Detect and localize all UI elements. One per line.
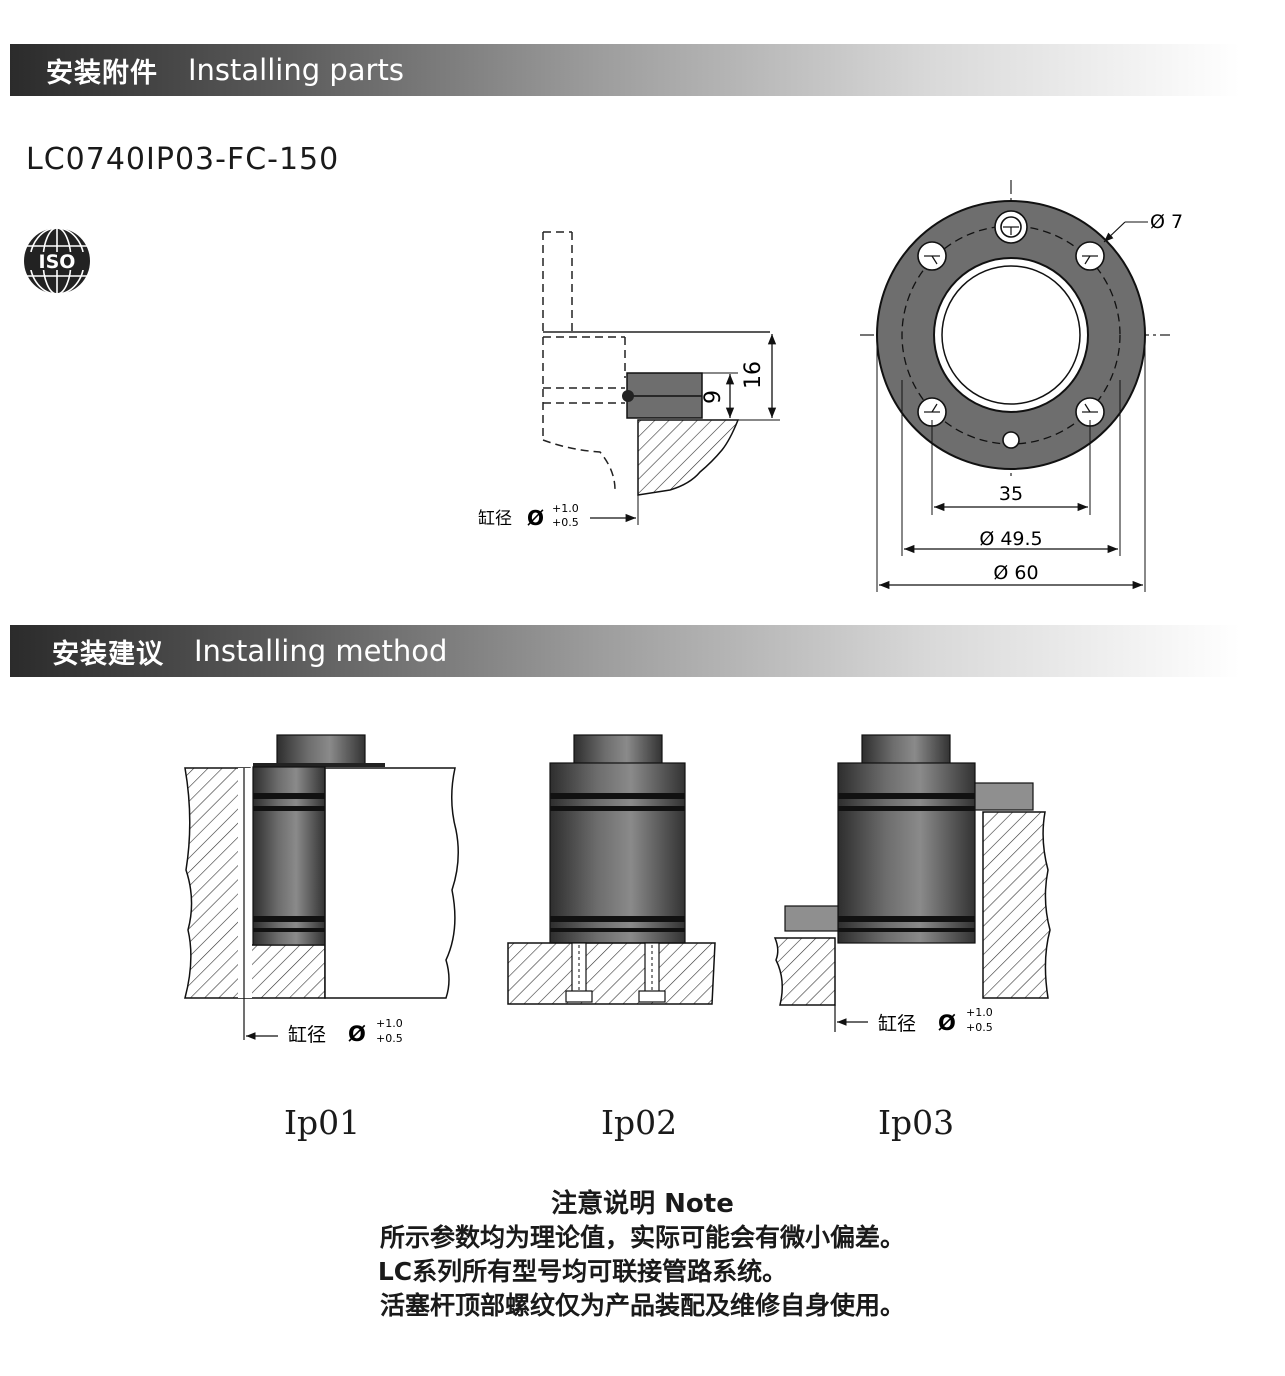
section-title-en: Installing parts (188, 53, 404, 87)
section-banner-installing-parts: 安装附件 Installing parts (10, 44, 1240, 96)
section-banner-installing-method: 安装建议 Installing method (10, 625, 1240, 677)
note-line: 所示参数均为理论值，实际可能会有微小偏差。 (379, 1223, 905, 1252)
note-line: LC系列所有型号均可联接管路系统。 (377, 1257, 788, 1286)
method-label-ip02: Ip02 (601, 1103, 678, 1142)
note-block: 注意说明 Note 所示参数均为理论值，实际可能会有微小偏差。 LC系列所有型号… (0, 1187, 1285, 1323)
section-title-cn: 安装附件 (46, 57, 158, 89)
svg-text:Ø: Ø (527, 506, 544, 530)
svg-text:16: 16 (741, 361, 766, 389)
note-title: 注意说明 Note (551, 1189, 734, 1219)
method-label-ip03: Ip03 (878, 1103, 955, 1142)
svg-text:+0.5: +0.5 (376, 1032, 403, 1045)
svg-text:+0.5: +0.5 (966, 1021, 993, 1034)
svg-text:缸径: 缸径 (288, 1024, 326, 1046)
svg-text:9: 9 (701, 390, 726, 404)
svg-text:+1.0: +1.0 (376, 1017, 403, 1030)
section-title-cn: 安装建议 (52, 638, 164, 670)
svg-text:35: 35 (999, 483, 1023, 505)
svg-text:Ø: Ø (938, 1011, 956, 1035)
svg-text:Ø: Ø (348, 1022, 366, 1046)
svg-text:缸径: 缸径 (478, 508, 512, 529)
svg-text:Ø 60: Ø 60 (993, 562, 1038, 584)
section-title-en: Installing method (194, 634, 448, 668)
svg-text:+1.0: +1.0 (552, 502, 579, 515)
note-line: 活塞杆顶部螺纹仅为产品装配及维修自身使用。 (379, 1291, 905, 1320)
iso-logo-icon: ISO (24, 227, 90, 295)
method-ip03-drawing: 缸径 Ø +1.0 +0.5 (773, 734, 1051, 1035)
svg-text:ISO: ISO (39, 251, 76, 273)
model-number: LC0740IP03-FC-150 (26, 142, 340, 177)
method-label-ip01: Ip01 (284, 1103, 361, 1142)
method-ip02-drawing (507, 734, 716, 1005)
svg-text:Ø 49.5: Ø 49.5 (979, 528, 1042, 550)
svg-text:+0.5: +0.5 (552, 516, 579, 529)
method-ip01-drawing: 缸径 Ø +1.0 +0.5 (184, 734, 459, 1046)
svg-text:Ø 7: Ø 7 (1150, 211, 1183, 233)
svg-text:缸径: 缸径 (878, 1013, 916, 1035)
svg-text:+1.0: +1.0 (966, 1006, 993, 1019)
